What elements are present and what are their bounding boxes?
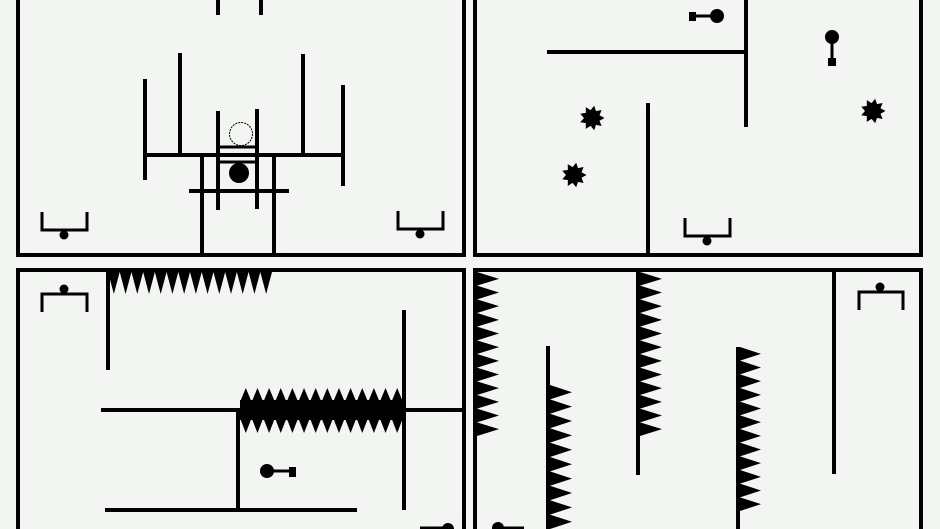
cup-icon (683, 218, 732, 238)
key-icon[interactable] (689, 9, 724, 23)
wall (143, 0, 345, 255)
level-border (16, 268, 466, 529)
spike-strip (477, 272, 499, 436)
spiked-mine-icon (580, 105, 605, 131)
spike-strip (240, 418, 403, 433)
key-icon[interactable] (492, 522, 524, 529)
cup-dot-icon (875, 282, 885, 292)
level-border (473, 0, 923, 257)
level-panel-bottom-right[interactable] (473, 268, 923, 529)
ball-icon[interactable] (229, 163, 249, 183)
key-icon[interactable] (260, 464, 296, 478)
cup-icon (40, 212, 89, 232)
spike-strip (108, 272, 272, 294)
spiked-mine-icon (861, 98, 886, 124)
wall (547, 0, 748, 255)
spike-strip (240, 388, 403, 402)
cup-icon (857, 290, 905, 310)
spiked-mine-icon (562, 162, 587, 188)
level-border (473, 268, 923, 529)
cup-icon (396, 211, 445, 231)
cup-dot-icon (702, 236, 712, 246)
cup-icon (40, 292, 89, 312)
wall (546, 272, 836, 529)
spike-strip (740, 347, 761, 511)
spike-strip (640, 272, 662, 436)
spike-block (240, 400, 403, 420)
gate-bar (219, 145, 256, 164)
level-border (16, 0, 466, 257)
cup-dot-icon (59, 230, 69, 240)
key-icon[interactable] (825, 30, 839, 66)
cup-dot-icon (59, 284, 69, 294)
cup-dot-icon (415, 229, 425, 239)
level-panel-top-left[interactable] (16, 0, 466, 257)
key-icon[interactable] (420, 523, 454, 529)
level-panel-top-right[interactable] (473, 0, 923, 257)
ghost-ball-icon (229, 122, 253, 146)
wall (101, 272, 463, 512)
spike-strip (550, 385, 572, 529)
